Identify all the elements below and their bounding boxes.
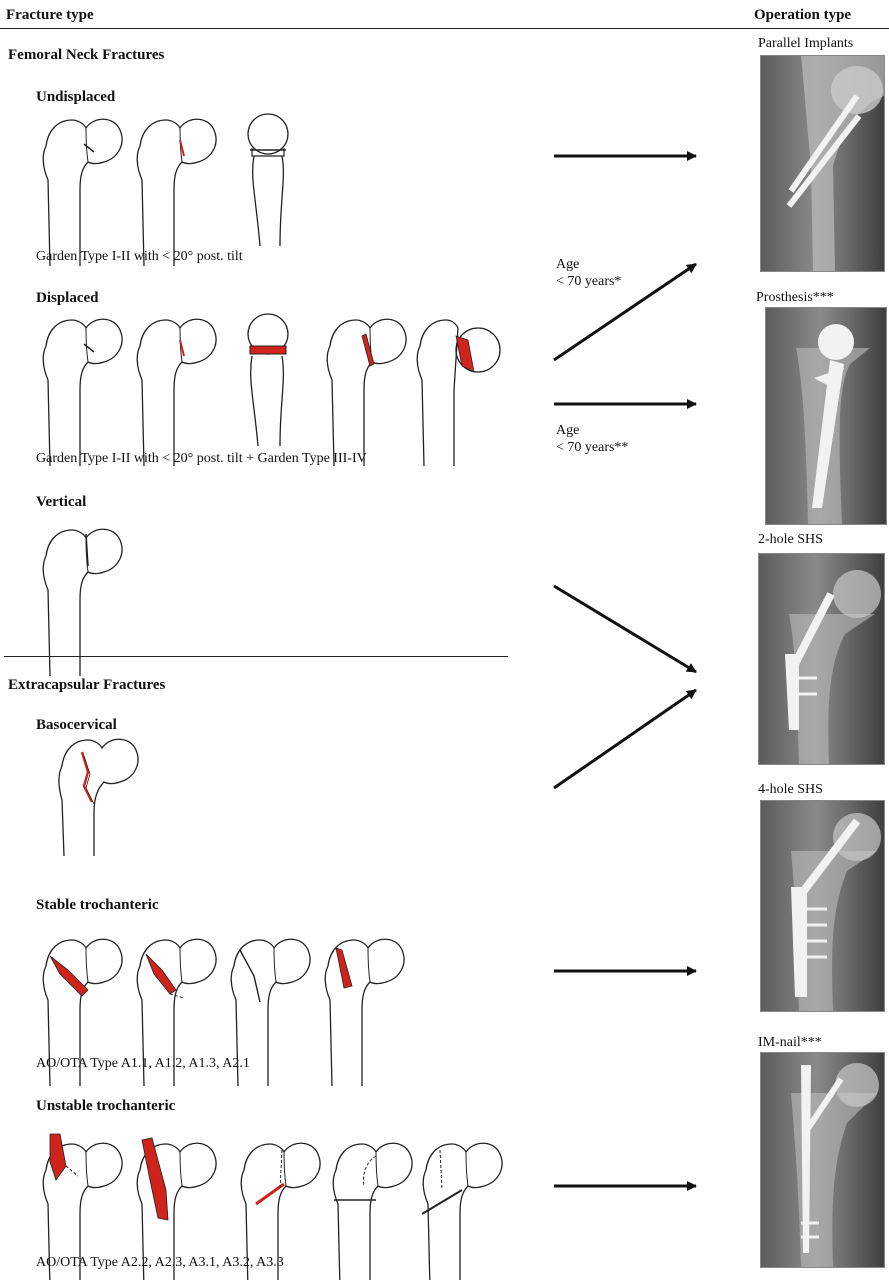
undisplaced-femur-1 (43, 119, 122, 266)
xray-im-nail (760, 1052, 885, 1268)
unstable-femur-3 (241, 1143, 320, 1280)
stable-femur-4 (325, 939, 404, 1086)
unstable-femur-1 (43, 1134, 122, 1280)
femur-sketches (0, 0, 540, 1280)
unstable-femur-5 (422, 1143, 502, 1280)
displaced-femur-3 (248, 314, 288, 446)
arrow-displaced-young (554, 264, 696, 360)
displaced-femur-2 (137, 319, 216, 466)
xray-4hole-shs (760, 800, 885, 1012)
xray-2hole-shs (758, 553, 885, 765)
displaced-femur-1 (43, 319, 122, 466)
stable-femur-3 (231, 939, 310, 1086)
stable-femur-1 (43, 939, 122, 1086)
unstable-femur-4 (333, 1143, 412, 1280)
xray-parallel-implants (760, 55, 885, 272)
arrow-basocervical (554, 690, 696, 788)
displaced-femur-4 (327, 319, 406, 466)
displaced-femur-5 (417, 320, 500, 466)
xray-prosthesis (765, 307, 887, 525)
arrow-vertical (554, 586, 696, 672)
undisplaced-femur-2 (137, 119, 216, 266)
vertical-femur (43, 529, 122, 676)
unstable-femur-2 (137, 1138, 216, 1280)
basocervical-femur (59, 739, 138, 856)
undisplaced-femur-3 (248, 114, 288, 246)
stable-femur-2 (137, 939, 216, 1086)
